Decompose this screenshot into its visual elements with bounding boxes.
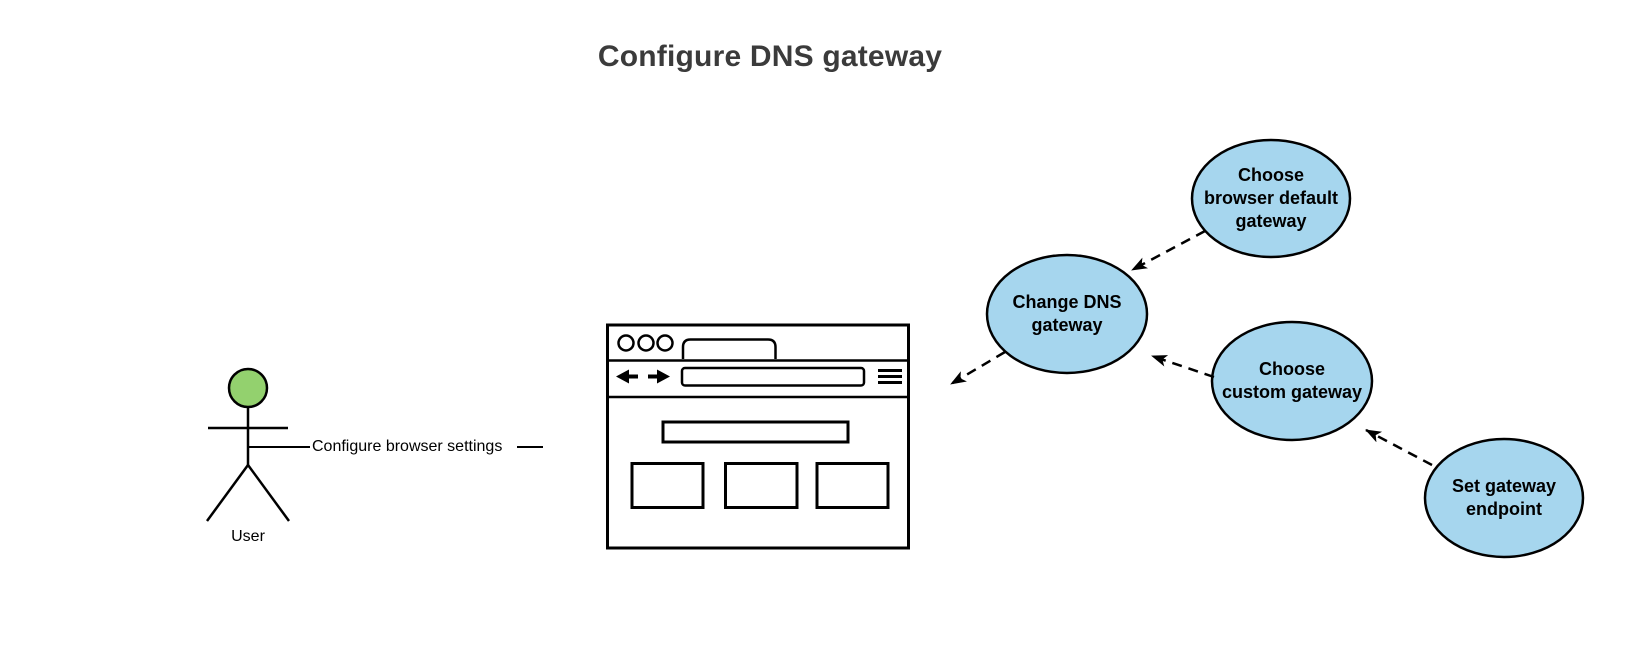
window-button-icon	[637, 334, 655, 352]
actor-right-leg	[246, 464, 291, 522]
page-content-box	[630, 462, 705, 509]
connector-default-gateway-to-change-dns	[1131, 229, 1206, 272]
page-content-box	[815, 462, 890, 509]
actor-label: User	[231, 528, 265, 545]
usecase-choose-browser-default-gateway	[1190, 138, 1352, 259]
hamburger-menu-icon	[878, 369, 902, 384]
actor-head	[227, 367, 269, 409]
usecase-label-change-dns-gateway: Change DNS gateway	[1012, 292, 1122, 335]
url-bar	[680, 366, 866, 387]
actor-left-leg	[205, 464, 250, 522]
connector-set-endpoint-to-custom-gateway	[1365, 428, 1433, 467]
browser-tab-icon	[681, 338, 777, 359]
browser-window-icon	[606, 323, 910, 550]
connector-change-dns-to-browser	[950, 350, 1006, 386]
usecase-label-set-gateway-endpoint: Set gateway endpoint	[1451, 476, 1557, 519]
diagram-title: Configure DNS gateway	[597, 40, 943, 73]
back-arrow-icon	[616, 369, 638, 384]
connector-custom-gateway-to-change-dns	[1151, 354, 1215, 379]
window-button-icon	[656, 334, 674, 352]
usecase-label-choose-browser-default-gateway: Choose browser default gateway	[1203, 165, 1339, 231]
usecase-label-choose-custom-gateway: Choose custom gateway	[1221, 359, 1363, 402]
stick-figure-icon	[205, 367, 291, 522]
usecase-set-gateway-endpoint	[1423, 437, 1585, 559]
window-button-icon	[617, 334, 635, 352]
page-content-box	[724, 462, 799, 509]
usecase-choose-custom-gateway	[1210, 320, 1374, 442]
association-label: Configure browser settings	[312, 438, 503, 455]
forward-arrow-icon	[648, 369, 670, 384]
page-banner-box	[661, 420, 850, 444]
usecase-change-dns-gateway	[985, 253, 1149, 375]
